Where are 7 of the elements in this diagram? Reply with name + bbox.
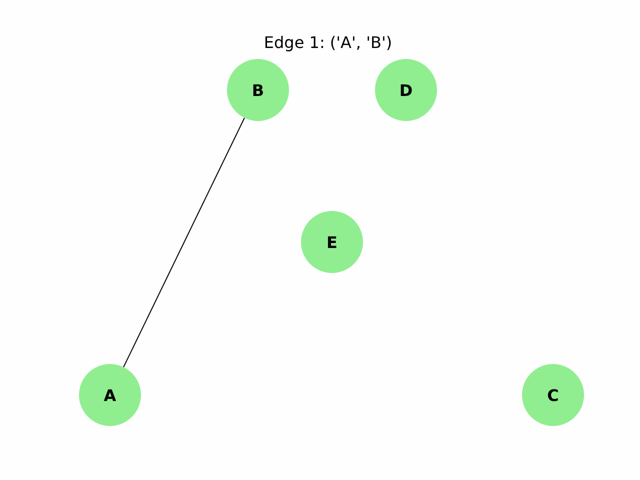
node-label: C xyxy=(547,386,559,404)
node-label: A xyxy=(104,386,116,404)
diagram-title: Edge 1: ('A', 'B') xyxy=(262,33,394,52)
edge-line xyxy=(123,117,245,368)
node-label: D xyxy=(399,80,413,100)
node-label: E xyxy=(326,232,338,252)
node-label: B xyxy=(252,80,264,100)
